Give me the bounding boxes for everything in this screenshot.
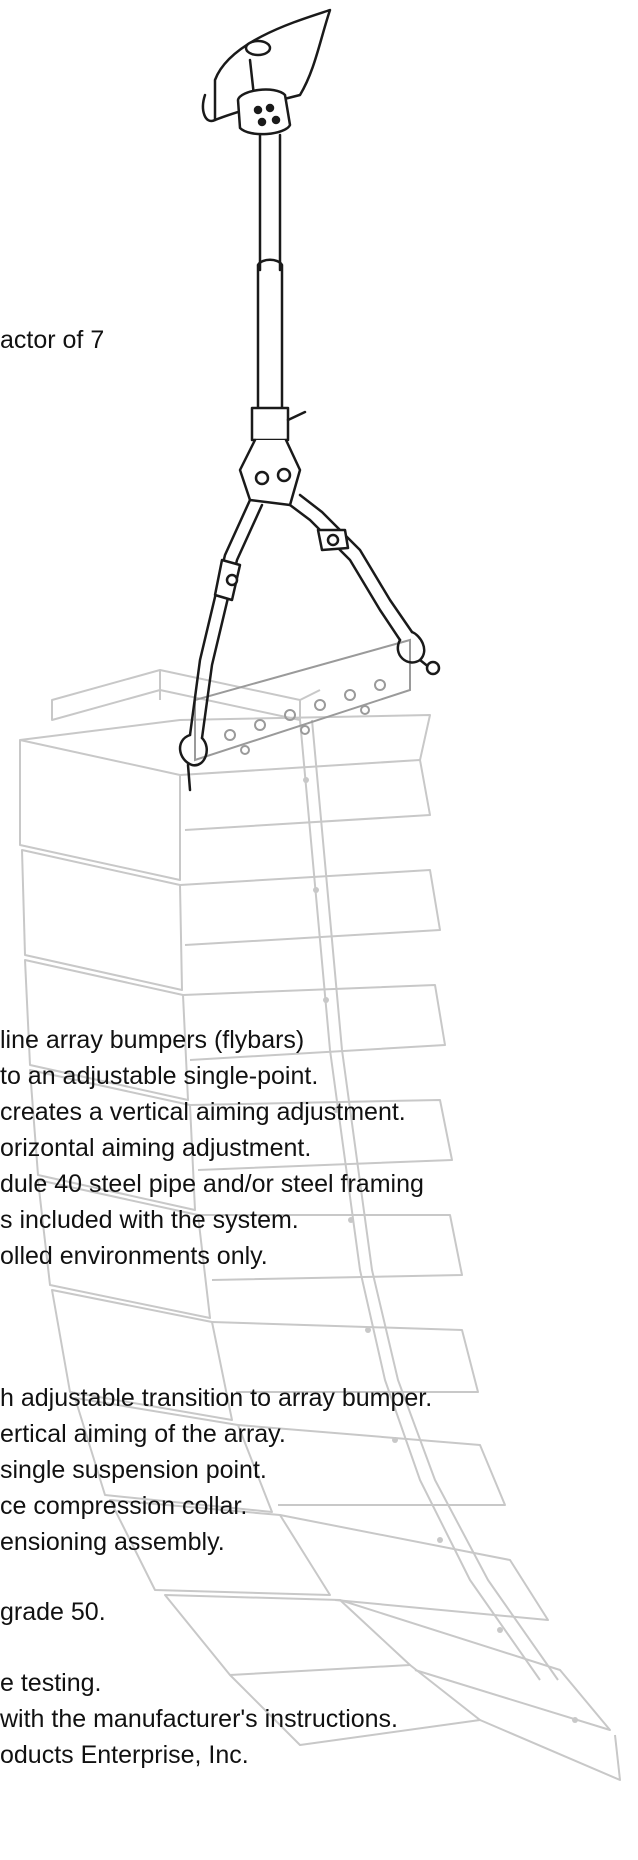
component-line-3: single suspension point. (0, 1456, 267, 1484)
component-line-5: ensioning assembly. (0, 1528, 225, 1556)
feature-line-5: dule 40 steel pipe and/or steel framing (0, 1170, 424, 1198)
feature-line-6: s included with the system. (0, 1206, 299, 1234)
rigging-hardware (178, 8, 441, 792)
speaker-cabinet-stack (19, 669, 621, 1781)
spec-line-safety-factor: actor of 7 (0, 326, 105, 354)
bumper-plate (194, 638, 411, 762)
feature-line-3: creates a vertical aiming adjustment. (0, 1098, 406, 1126)
footer-line-2: with the manufacturer's instructions. (0, 1705, 398, 1733)
feature-line-2: to an adjustable single-point. (0, 1062, 319, 1090)
feature-line-4: orizontal aiming adjustment. (0, 1134, 312, 1162)
material-line: grade 50. (0, 1598, 106, 1626)
component-line-2: ertical aiming of the array. (0, 1420, 286, 1448)
feature-line-1: line array bumpers (flybars) (0, 1026, 305, 1054)
feature-line-7: olled environments only. (0, 1242, 268, 1270)
component-line-1: h adjustable transition to array bumper. (0, 1384, 433, 1412)
component-line-4: ce compression collar. (0, 1492, 248, 1520)
footer-line-1: e testing. (0, 1669, 102, 1697)
footer-line-3: oducts Enterprise, Inc. (0, 1741, 249, 1769)
